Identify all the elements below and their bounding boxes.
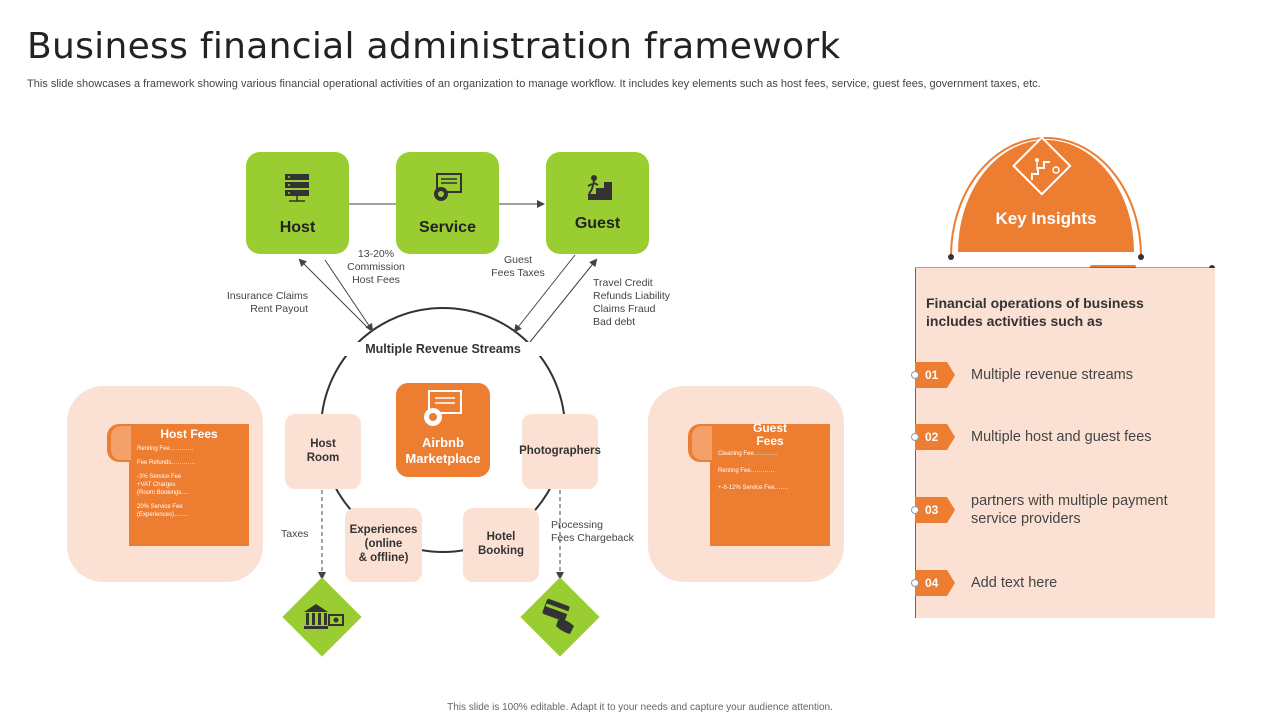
node-service: Service bbox=[396, 152, 499, 254]
taxes-label: Taxes bbox=[281, 528, 309, 540]
guest-fees-list: Cleaning Fee………… Renting Fee………… +-6-12%… bbox=[718, 451, 789, 491]
node-guest-label: Guest bbox=[574, 215, 621, 232]
node-host-label: Host bbox=[279, 219, 316, 236]
insight-num-02: 02 bbox=[915, 424, 955, 450]
key-insights-panel bbox=[915, 268, 1215, 618]
key-insights-heading: Financial operations of business include… bbox=[926, 295, 1144, 329]
insight-dot-02 bbox=[911, 433, 919, 441]
insight-text-04: Add text here bbox=[971, 575, 1058, 591]
photographers-box: Photographers bbox=[519, 414, 601, 489]
footer-note: This slide is 100% editable. Adapt it to… bbox=[447, 702, 833, 713]
guest-fees-title: Guest Fees bbox=[752, 421, 787, 448]
insight-num-03: 03 bbox=[915, 497, 955, 523]
commission-label: 13-20% Commission Host Fees bbox=[347, 248, 405, 286]
page-subtitle: This slide showcases a framework showing… bbox=[27, 78, 1041, 90]
credit-card-hand-icon bbox=[542, 598, 574, 634]
insight-num-04: 04 bbox=[915, 570, 955, 596]
insurance-label: Insurance Claims Rent Payout bbox=[226, 290, 308, 315]
insight-text-01: Multiple revenue streams bbox=[971, 367, 1133, 383]
guest-fees-scroll: Guest Fees Cleaning Fee………… Renting Fee…… bbox=[688, 421, 830, 546]
host-fees-list: Renting Fee………… Fee Refunds………… -3% Serv… bbox=[137, 446, 196, 518]
node-host: Host bbox=[246, 152, 349, 254]
host-fees-scroll: Host Fees Renting Fee………… Fee Refunds………… bbox=[107, 424, 249, 546]
guest-fees-taxes-label: Guest Fees Taxes bbox=[491, 254, 545, 279]
page-title: Business financial administration framew… bbox=[27, 26, 841, 67]
person-climbing-stairs-icon bbox=[587, 175, 612, 200]
insight-text-03: partners with multiple payment service p… bbox=[971, 493, 1168, 527]
insight-dot-03 bbox=[911, 506, 919, 514]
insight-num-01: 01 bbox=[915, 362, 955, 388]
revenue-streams-label: Multiple Revenue Streams bbox=[343, 342, 543, 356]
node-service-label: Service bbox=[419, 219, 476, 236]
growth-stairs-icon bbox=[1012, 136, 1072, 196]
host-fees-title: Host Fees bbox=[160, 427, 218, 441]
travel-credit-label: Travel Credit Refunds Liability Claims F… bbox=[593, 277, 671, 328]
key-insights-title: Key Insights bbox=[995, 209, 1097, 228]
node-guest: Guest bbox=[546, 152, 649, 254]
experiences-box: Experiences(online& offline) bbox=[345, 508, 422, 582]
monitor-gear-icon bbox=[424, 390, 462, 426]
insight-text-02: Multiple host and guest fees bbox=[971, 429, 1152, 445]
processing-label: Processing Fees Chargeback bbox=[551, 519, 634, 544]
server-icon bbox=[285, 174, 309, 202]
airbnb-marketplace: Airbnb Marketplace bbox=[396, 383, 490, 477]
insight-dot-01 bbox=[911, 371, 919, 379]
bank-money-icon bbox=[304, 604, 344, 629]
monitor-gear-icon bbox=[434, 173, 462, 201]
insight-dot-04 bbox=[911, 579, 919, 587]
marketplace-label: Airbnb Marketplace bbox=[405, 435, 481, 466]
